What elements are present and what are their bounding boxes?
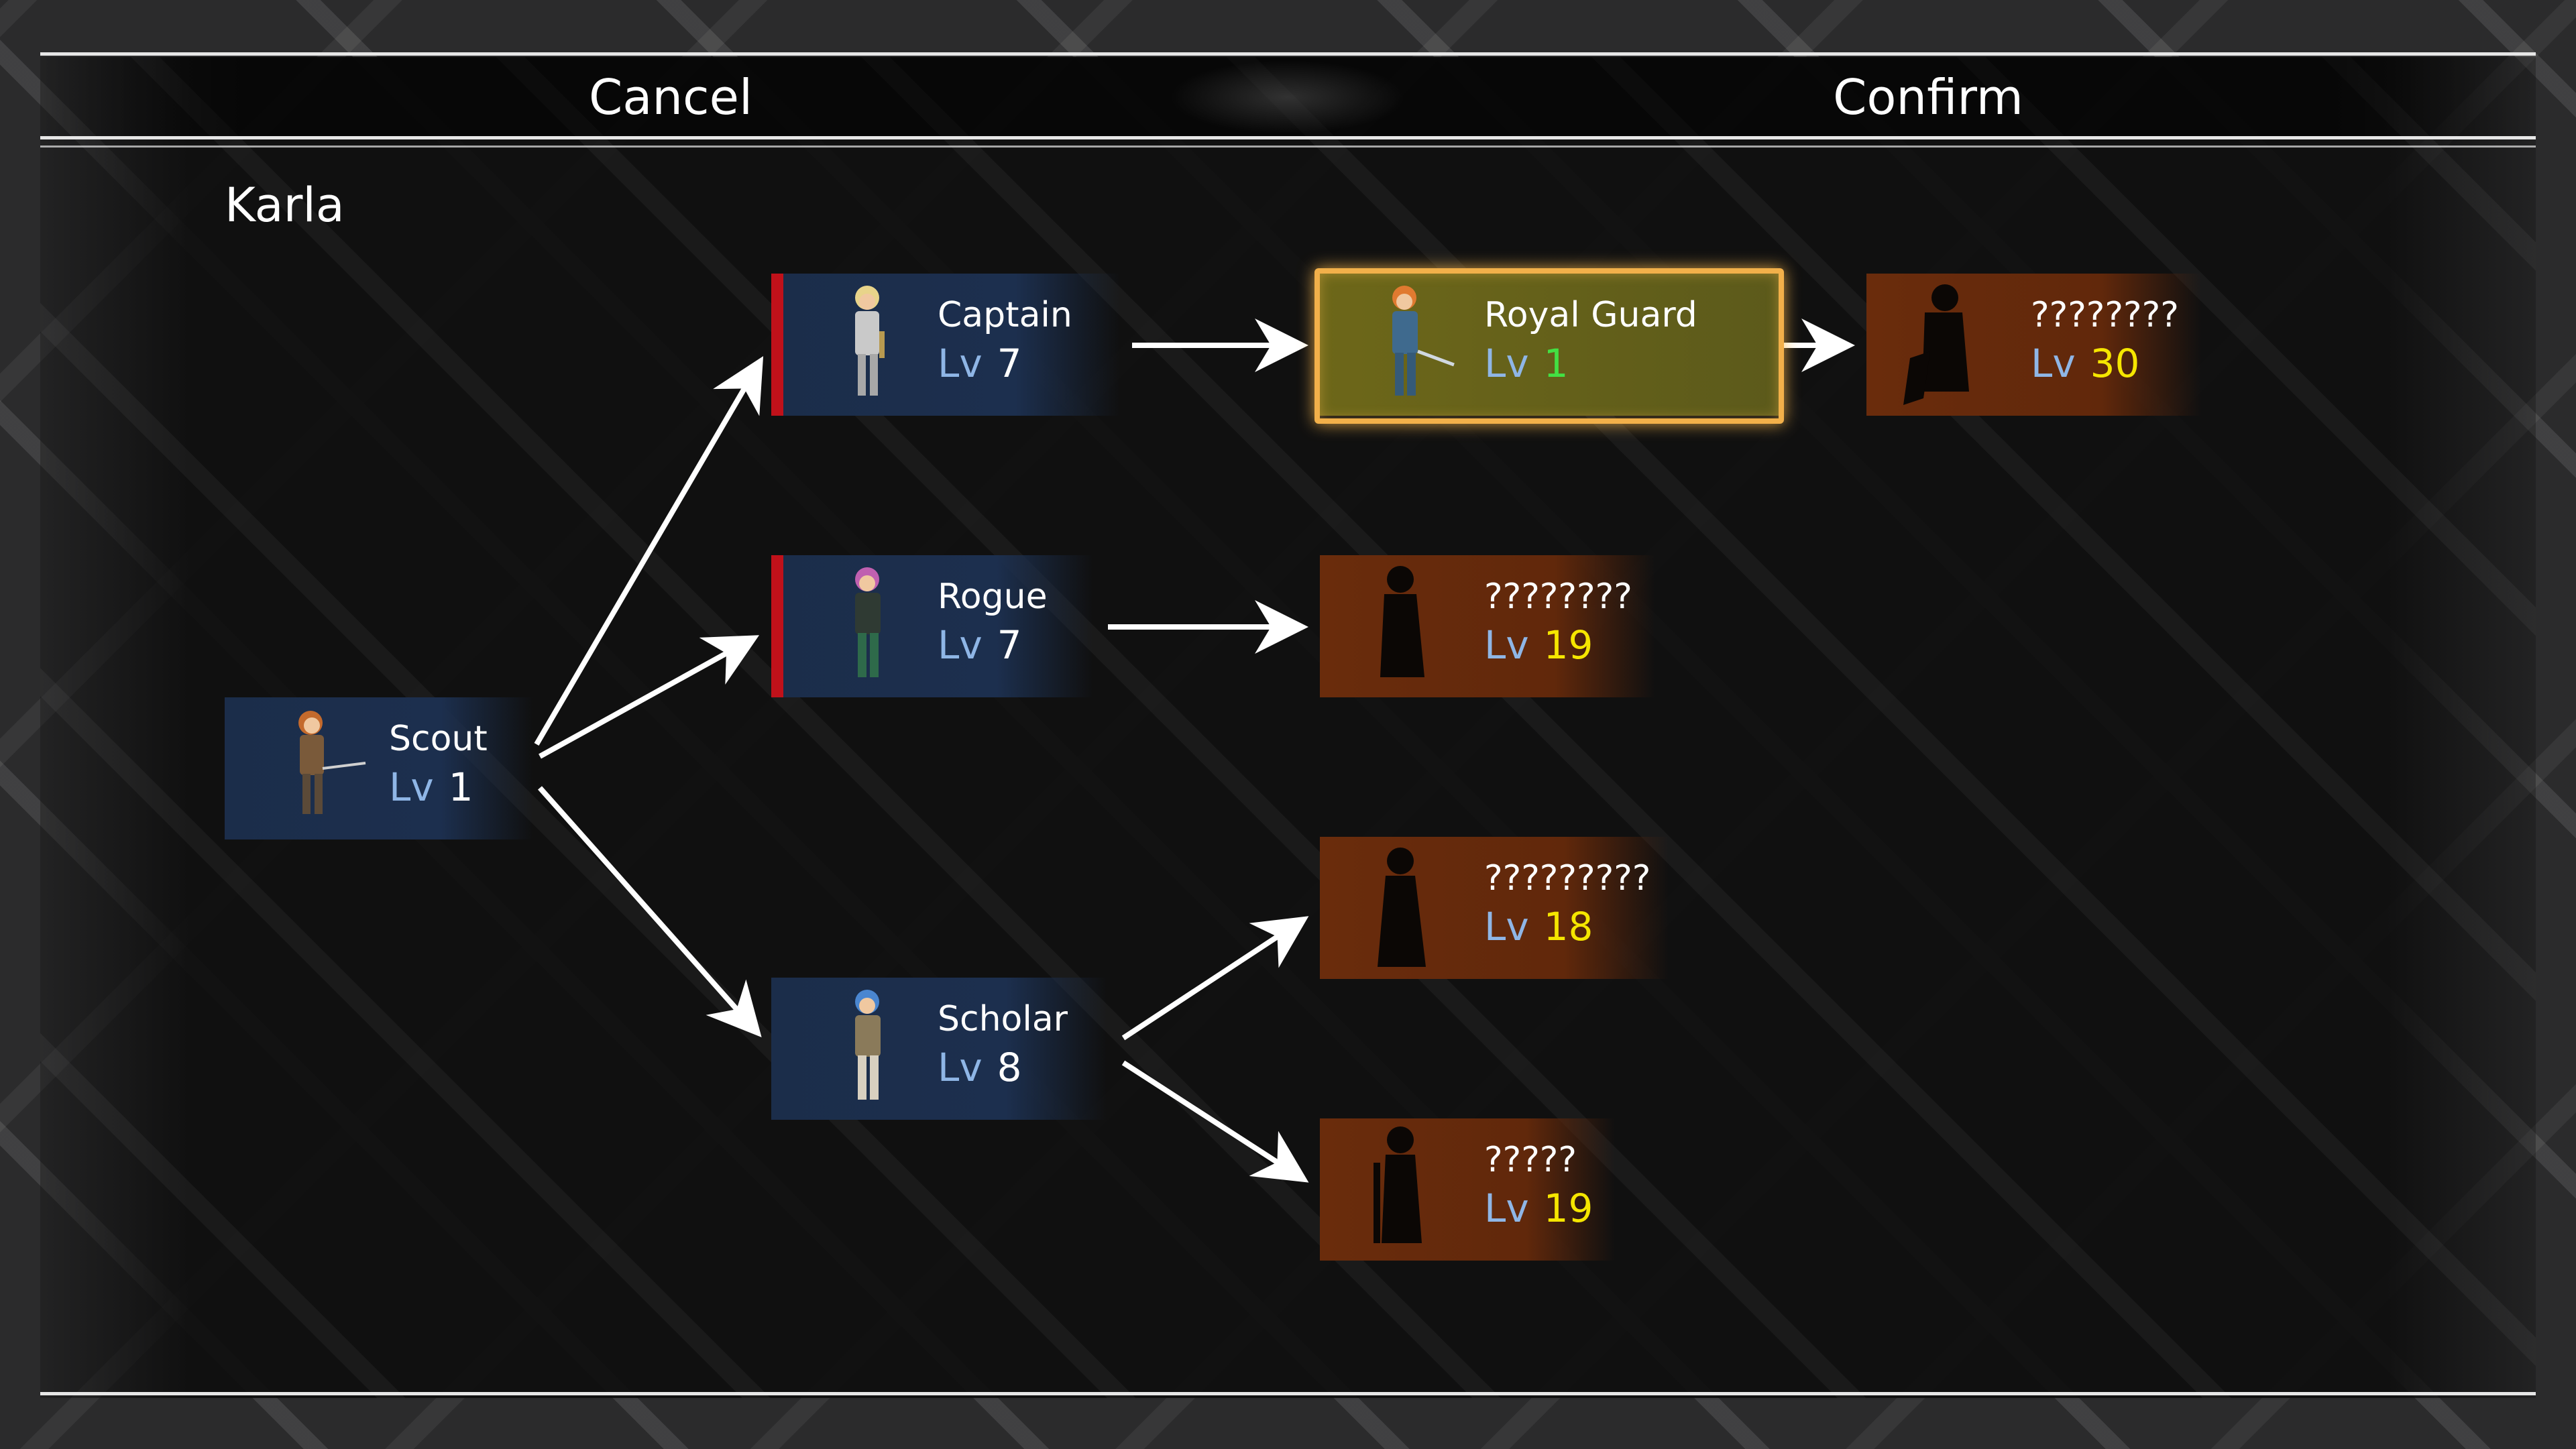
cancel-button[interactable]: Cancel [589, 69, 752, 125]
level-label: Lv [1484, 904, 1529, 949]
level-value: 8 [997, 1045, 1022, 1090]
class-name: ???????? [2031, 295, 2179, 335]
level-value: 18 [1543, 904, 1593, 949]
arrow-scout-rogue [539, 635, 760, 759]
level-label: Lv [938, 341, 983, 386]
class-name: Rogue [938, 577, 1048, 617]
captain-sprite-icon [855, 286, 885, 396]
class-node-captain[interactable]: Captain Lv 7 [771, 274, 1120, 416]
header-bar [40, 57, 2536, 137]
level-label: Lv [1484, 622, 1529, 668]
arrow-scholar-locked-19 [1121, 1060, 1309, 1183]
level-label: Lv [1484, 1185, 1529, 1231]
scholar-sprite-icon [855, 990, 881, 1100]
class-name: Captain [938, 295, 1072, 335]
arrow-scout-captain [534, 356, 764, 746]
class-name: ????? [1484, 1140, 1577, 1180]
level-value: 7 [997, 622, 1022, 668]
class-node-locked-18[interactable]: ????????? Lv 18 [1320, 837, 1669, 979]
locked-silhouette-icon [1374, 1126, 1422, 1243]
class-node-locked-30[interactable]: ???????? Lv 30 [1866, 274, 2202, 416]
level-label: Lv [1484, 341, 1529, 386]
footer-line [40, 1392, 2536, 1395]
rogue-sprite-icon [855, 567, 881, 677]
unlocked-marker [771, 555, 783, 697]
arrow-scout-scholar [538, 786, 762, 1037]
class-name: ????????? [1484, 858, 1651, 899]
class-node-scout[interactable]: Scout Lv 1 [225, 697, 533, 839]
level-value: 30 [2090, 341, 2140, 386]
level-label: Lv [2031, 341, 2076, 386]
class-node-locked-scholar-19[interactable]: ????? Lv 19 [1320, 1118, 1615, 1261]
class-node-scholar[interactable]: Scholar Lv 8 [771, 978, 1107, 1120]
class-name: ???????? [1484, 577, 1632, 617]
class-node-locked-rogue-19[interactable]: ???????? Lv 19 [1320, 555, 1655, 697]
class-node-rogue[interactable]: Rogue Lv 7 [771, 555, 1093, 697]
header-bottom-line [40, 136, 2536, 139]
level-label: Lv [938, 622, 983, 668]
header-divider [1170, 60, 1405, 134]
header-bottom-line-2 [40, 146, 2536, 148]
scout-sprite-icon [298, 711, 366, 814]
class-name: Royal Guard [1484, 295, 1697, 335]
level-value: 1 [448, 764, 473, 810]
level-value: 19 [1543, 1185, 1593, 1231]
royal-guard-sprite-icon [1392, 286, 1455, 396]
class-name: Scholar [938, 999, 1068, 1039]
class-node-royal-guard[interactable]: Royal Guard Lv 1 [1320, 274, 1779, 416]
unlocked-marker [771, 274, 783, 416]
level-value: 1 [1543, 341, 1569, 386]
locked-silhouette-icon [1380, 566, 1424, 677]
locked-silhouette-icon [1378, 848, 1426, 967]
confirm-button[interactable]: Confirm [1833, 69, 2023, 125]
header-top-line [40, 52, 2536, 56]
level-label: Lv [389, 764, 434, 810]
class-name: Scout [389, 719, 488, 759]
arrow-scholar-locked-18 [1121, 916, 1309, 1041]
locked-silhouette-icon [1903, 284, 1969, 405]
character-name: Karla [225, 178, 345, 233]
level-value: 7 [997, 341, 1022, 386]
level-value: 19 [1543, 622, 1593, 668]
level-label: Lv [938, 1045, 983, 1090]
